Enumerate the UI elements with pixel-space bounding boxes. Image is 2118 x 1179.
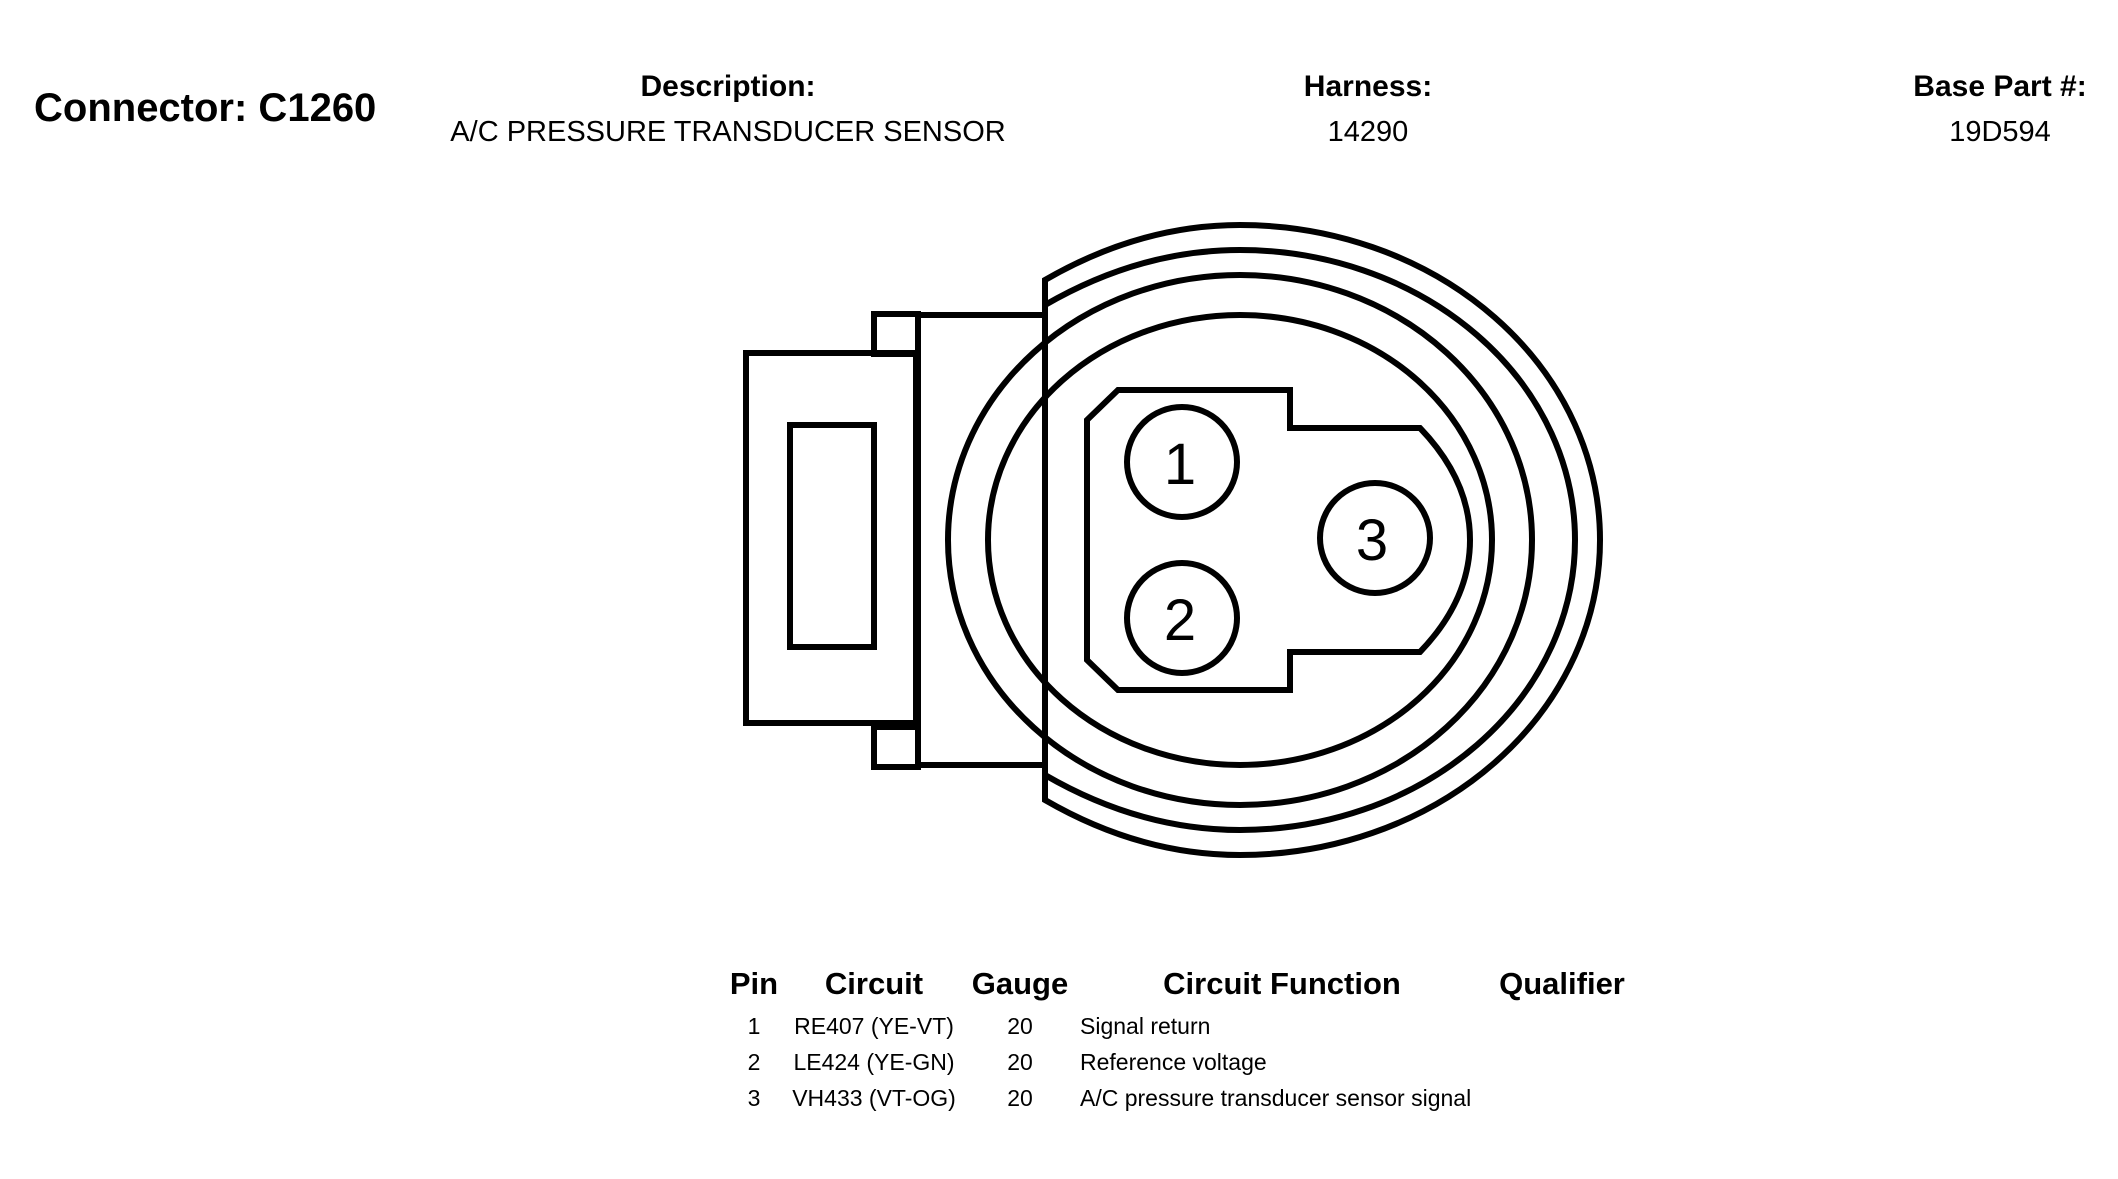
table-header-qualifier: Qualifier (1499, 966, 1625, 1001)
middle-shroud-arc (1043, 246, 1578, 834)
table-header-gauge: Gauge (971, 966, 1069, 1001)
latch-window (787, 422, 877, 650)
row-3-gauge: 20 (1007, 1085, 1033, 1111)
pin-1-label: 1 (1164, 432, 1196, 497)
pin-1-circle (1124, 404, 1240, 520)
face-inner-ring (985, 312, 1495, 768)
latch-step-upper (871, 311, 921, 357)
pin-2-circle (1124, 560, 1240, 676)
face-outer-ring (945, 272, 1535, 808)
row-3-circuit: VH433 (VT-OG) (792, 1085, 956, 1111)
row-2-circuit: LE424 (YE-GN) (793, 1049, 955, 1075)
pin-3-circle (1317, 480, 1433, 596)
row-3-pin: 3 (747, 1085, 761, 1111)
row-2-gauge: 20 (1007, 1049, 1033, 1075)
pin-3-label: 3 (1356, 508, 1388, 573)
description-value: A/C PRESSURE TRANSDUCER SENSOR (450, 116, 1006, 148)
pin-2-label: 2 (1164, 588, 1196, 653)
row-2-function: Reference voltage (1080, 1049, 1267, 1075)
latch-tab (743, 350, 919, 726)
table-header-pin: Pin (729, 966, 779, 1001)
base-part-label: Base Part #: (1913, 70, 2087, 103)
table-header-function: Circuit Function (1163, 966, 1401, 1001)
pin-cavity-outline (1084, 387, 1474, 693)
latch-body (915, 312, 1045, 768)
row-2-pin: 2 (747, 1049, 761, 1075)
table-header-circuit: Circuit (824, 966, 924, 1001)
latch-step-lower (871, 724, 921, 770)
row-1-gauge: 20 (1007, 1013, 1033, 1039)
harness-value: 14290 (1327, 116, 1409, 148)
row-1-pin: 1 (747, 1013, 761, 1039)
row-1-function: Signal return (1080, 1013, 1211, 1039)
outer-shroud-arc (1042, 221, 1603, 859)
harness-label: Harness: (1303, 70, 1433, 103)
row-1-circuit: RE407 (YE-VT) (794, 1013, 954, 1039)
row-3-function: A/C pressure transducer sensor signal (1080, 1085, 1472, 1111)
description-label: Description: (640, 70, 816, 103)
connector-title: Connector: C1260 (34, 86, 377, 130)
base-part-value: 19D594 (1949, 116, 2051, 148)
